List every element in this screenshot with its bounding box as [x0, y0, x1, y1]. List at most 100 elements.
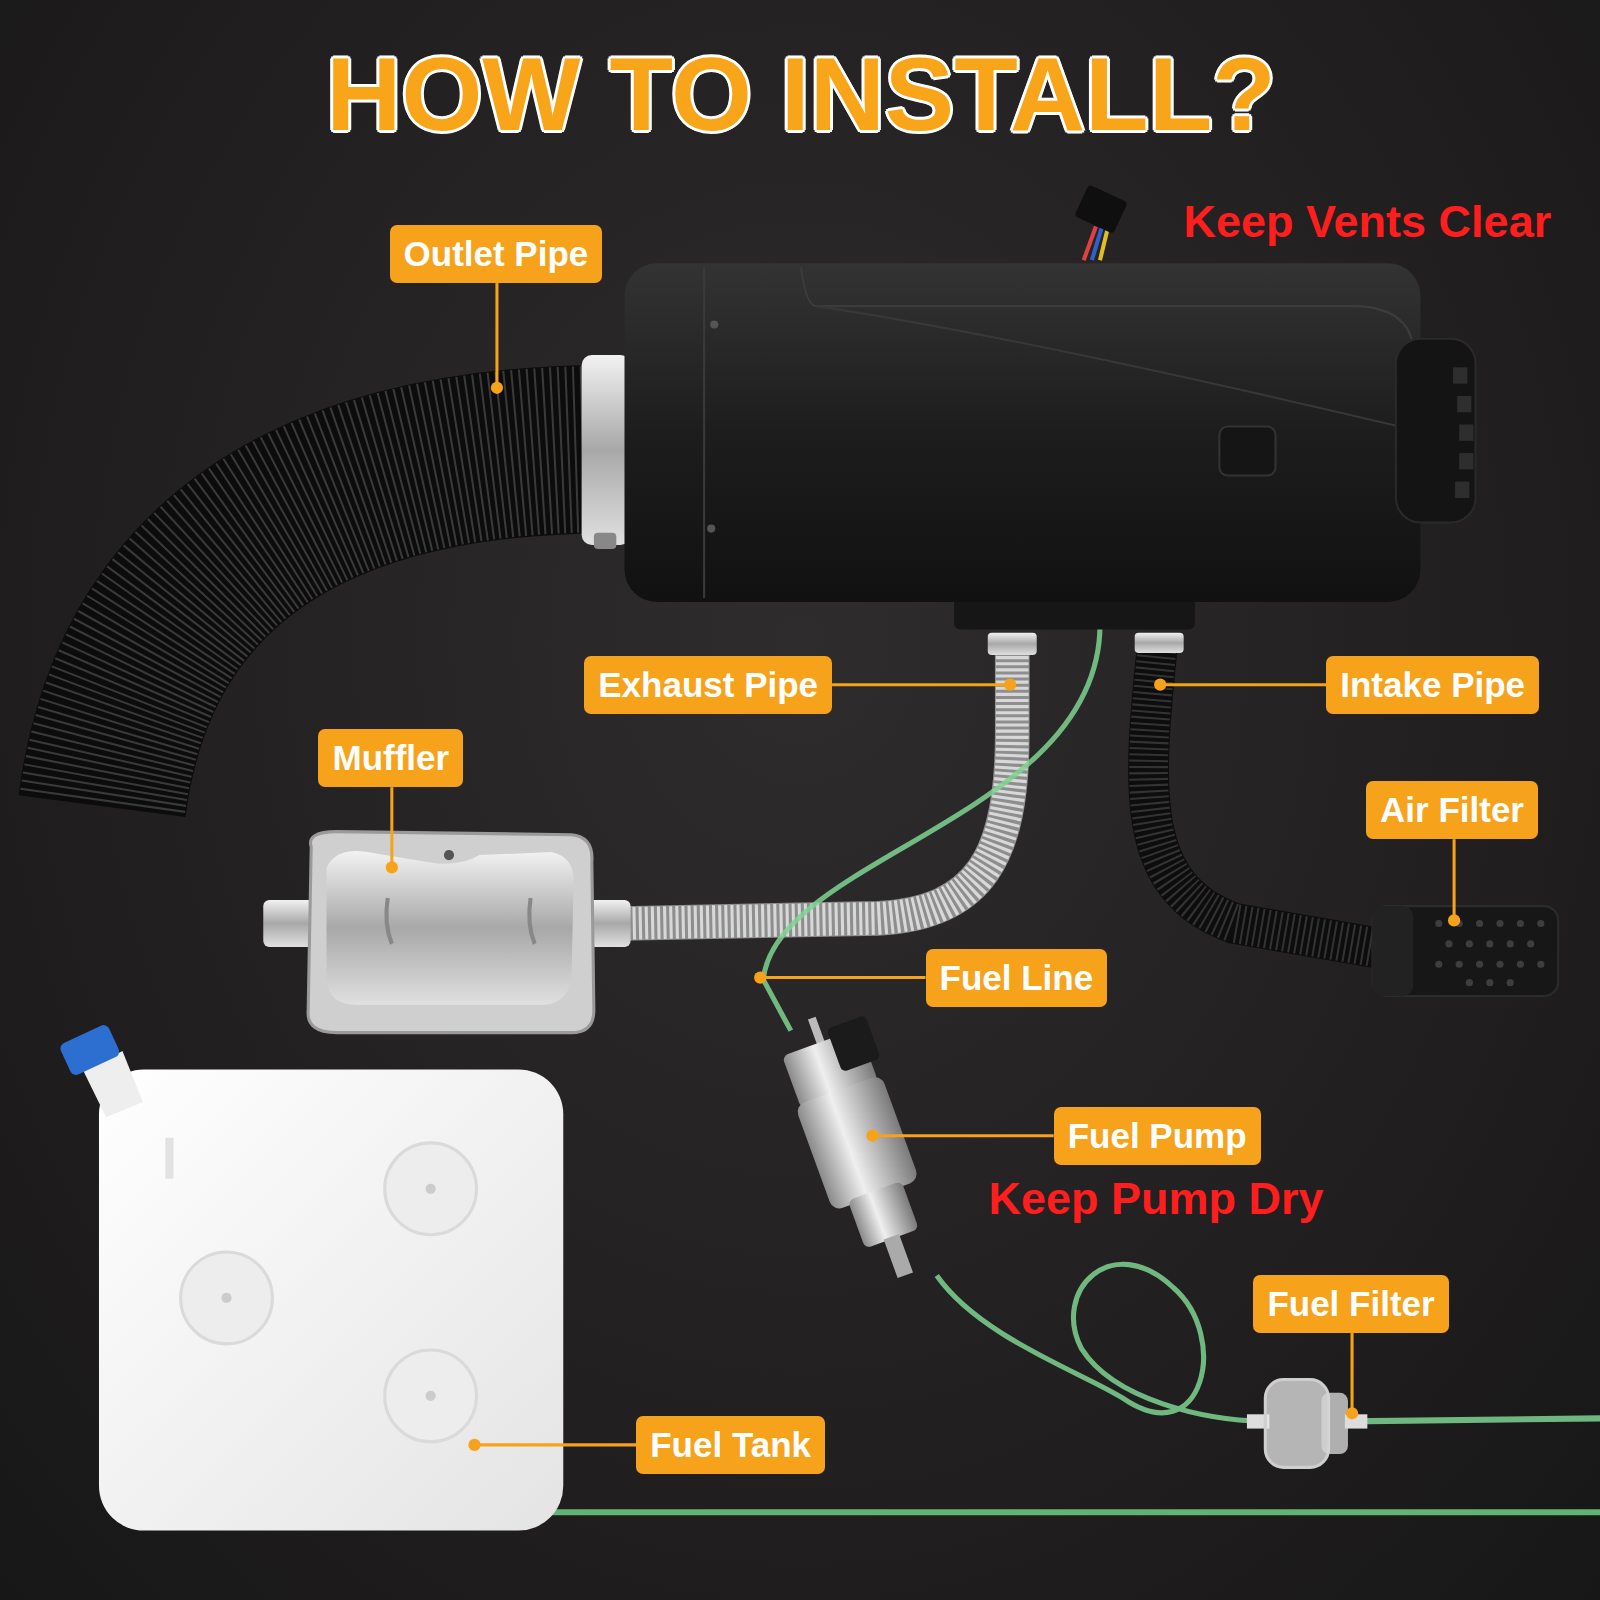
- air-filter-part-part: [1486, 940, 1493, 947]
- leader-dot: [1154, 679, 1166, 691]
- fuel-pump-part: [827, 1015, 881, 1072]
- callout-label: Outlet Pipe: [404, 234, 589, 274]
- air-filter-part: [1372, 906, 1558, 996]
- leader-line: [1453, 839, 1456, 920]
- callout-label: Exhaust Pipe: [598, 665, 818, 705]
- fuel-tank-part: [165, 1138, 173, 1179]
- leader-dot: [386, 861, 398, 873]
- callout-label: Muffler: [332, 738, 449, 778]
- fuel-line: [937, 1264, 1266, 1421]
- fuel-pump-part: [848, 1181, 919, 1248]
- fuel-filter-part: [1321, 1393, 1348, 1454]
- heater-body-part: [594, 533, 616, 549]
- air-filter-part-part: [1517, 920, 1524, 927]
- outlet-pipe: [102, 449, 612, 806]
- leader-lines: [386, 283, 1460, 1451]
- leader-line: [872, 1134, 1053, 1137]
- callout-label: Fuel Filter: [1267, 1284, 1434, 1324]
- leader-dot: [1346, 1407, 1358, 1419]
- leader-dot: [468, 1439, 480, 1451]
- fuel-tank-part: [221, 1293, 231, 1303]
- callout-box: Air Filter: [1366, 781, 1538, 839]
- air-filter-part-part: [1466, 940, 1473, 947]
- air-filter-part-part: [1537, 961, 1544, 968]
- air-filter-part-part: [1435, 920, 1442, 927]
- muffler-part: [263, 900, 314, 947]
- leader-line: [390, 787, 393, 867]
- leader-line: [495, 283, 498, 388]
- heater-body-part: [1074, 184, 1128, 234]
- air-filter-part-part: [1456, 961, 1463, 968]
- air-filter-part: [1372, 906, 1413, 996]
- fuel-tank-part: [426, 1184, 436, 1194]
- exhaust-pipe-part: [988, 633, 1037, 655]
- callout-box: Muffler: [318, 729, 463, 787]
- heater-body-part-part: [1455, 482, 1469, 498]
- air-filter-part-part: [1476, 920, 1483, 927]
- muffler-part: [386, 898, 391, 944]
- callout-label: Air Filter: [1380, 790, 1524, 830]
- fuel-tank-part: [181, 1252, 273, 1344]
- air-filter: [1372, 906, 1558, 996]
- outlet-pipe-part: [102, 449, 612, 806]
- heater-body-part-part: [1459, 453, 1473, 469]
- intake-pipe-part: [1135, 633, 1184, 653]
- callout-box: Fuel Tank: [636, 1416, 825, 1474]
- fuel-filter-part: [1265, 1380, 1328, 1468]
- heater-body-part: [710, 320, 718, 328]
- callout-label: Fuel Pump: [1068, 1116, 1247, 1156]
- heater-body-part: [1100, 227, 1108, 261]
- fuel-filter: [1247, 1380, 1367, 1468]
- outlet-pipe-part: [102, 449, 612, 806]
- heater-body-part: [801, 267, 1413, 347]
- air-filter-part-part: [1517, 961, 1524, 968]
- leader-dot: [491, 382, 503, 394]
- muffler-part: [529, 898, 534, 944]
- heater-body: [582, 184, 1476, 629]
- air-filter-part-part: [1507, 979, 1514, 986]
- heater-body-part-part: [1459, 424, 1473, 440]
- muffler: [263, 832, 630, 1033]
- air-filter-part-part: [1466, 979, 1473, 986]
- leader-dot: [1448, 914, 1460, 926]
- fuel-pump: [769, 1001, 954, 1291]
- air-filter-part-part: [1486, 979, 1493, 986]
- leader-dot: [1004, 679, 1016, 691]
- callout-box: Outlet Pipe: [390, 225, 603, 283]
- warning-note: Keep Pump Dry: [989, 1173, 1324, 1225]
- title: HOW TO INSTALL?: [326, 34, 1275, 154]
- air-filter-part: [1435, 920, 1544, 986]
- heater-body-part: [816, 306, 1408, 428]
- callout-box: Fuel Pump: [1054, 1107, 1261, 1165]
- callout-label: Intake Pipe: [1340, 665, 1525, 705]
- heater-body-part: [1453, 367, 1473, 498]
- heater-body-part-part: [1453, 367, 1467, 383]
- air-filter-part-part: [1527, 940, 1534, 947]
- heater-body-part: [1396, 339, 1476, 523]
- leader-dot: [866, 1130, 878, 1142]
- fuel-pump-part: [884, 1234, 913, 1278]
- leader-line: [474, 1443, 636, 1446]
- muffler-part: [308, 832, 594, 1033]
- heater-body-part-part: [1457, 396, 1471, 412]
- heater-body-part: [624, 263, 1420, 602]
- callout-box: Fuel Line: [926, 949, 1108, 1007]
- leader-line: [760, 976, 925, 979]
- leader-line: [832, 683, 1010, 686]
- callout-box: Intake Pipe: [1326, 656, 1539, 714]
- air-filter-part-part: [1496, 920, 1503, 927]
- callout-box: Exhaust Pipe: [584, 656, 832, 714]
- air-filter-part-part: [1476, 961, 1483, 968]
- callout-label: Fuel Tank: [650, 1425, 811, 1465]
- muffler-part: [444, 850, 454, 860]
- callout-label: Fuel Line: [940, 958, 1094, 998]
- heater-body-part: [707, 524, 715, 532]
- air-filter-part-part: [1445, 940, 1452, 947]
- heater-body-part: [703, 267, 705, 598]
- fuel-tank-part: [385, 1350, 477, 1442]
- warning-note: Keep Vents Clear: [1184, 196, 1552, 248]
- fuel-line: [1349, 1418, 1600, 1421]
- callout-box: Fuel Filter: [1253, 1275, 1448, 1333]
- heater-body-part: [1219, 427, 1275, 476]
